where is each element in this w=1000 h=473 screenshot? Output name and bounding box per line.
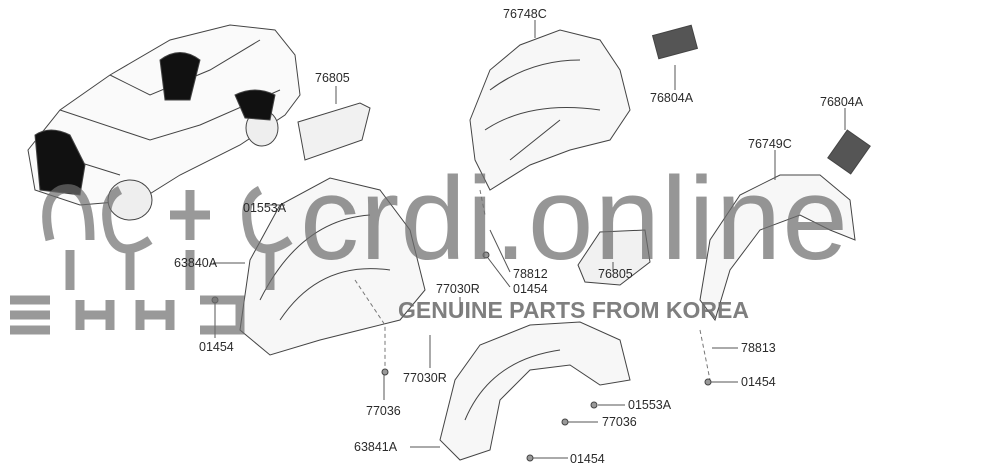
part-label-77030R: 77030R	[403, 371, 447, 385]
watermark-site: crdi.online	[300, 153, 849, 285]
watermark-logo-icon	[10, 184, 293, 335]
part-label-76748C: 76748C	[503, 7, 547, 21]
part-label-76805: 76805	[598, 267, 633, 281]
part-label-01454: 01454	[741, 375, 776, 389]
part-label-77036: 77036	[366, 404, 401, 418]
part-76748C-liner	[469, 29, 631, 191]
part-label-78812: 78812	[513, 267, 548, 281]
part-label-76749C: 76749C	[748, 137, 792, 151]
part-label-63841A: 63841A	[354, 440, 398, 454]
part-label-77030R: 77030R	[436, 282, 480, 296]
part-label-63840A: 63840A	[174, 256, 218, 270]
part-76805-pad-2	[577, 229, 651, 286]
part-label-76804A: 76804A	[650, 91, 694, 105]
part-63841A-liner	[439, 321, 631, 461]
part-label-78813: 78813	[741, 341, 776, 355]
watermark-tagline: GENUINE PARTS FROM KOREA	[398, 297, 749, 323]
part-label-76805: 76805	[315, 71, 350, 85]
part-label-01553A: 01553A	[628, 398, 672, 412]
part-label-01454: 01454	[570, 452, 605, 466]
part-76749C-liner	[699, 174, 856, 322]
part-76804A-grille-top	[651, 24, 699, 60]
part-label-01454: 01454	[199, 340, 234, 354]
part-label-76804A: 76804A	[820, 95, 864, 109]
part-label-01553A: 01553A	[243, 201, 287, 215]
part-76805-pad	[297, 102, 371, 161]
part-76804A-grille-right	[827, 129, 871, 175]
part-label-77036: 77036	[602, 415, 637, 429]
part-label-01454: 01454	[513, 282, 548, 296]
